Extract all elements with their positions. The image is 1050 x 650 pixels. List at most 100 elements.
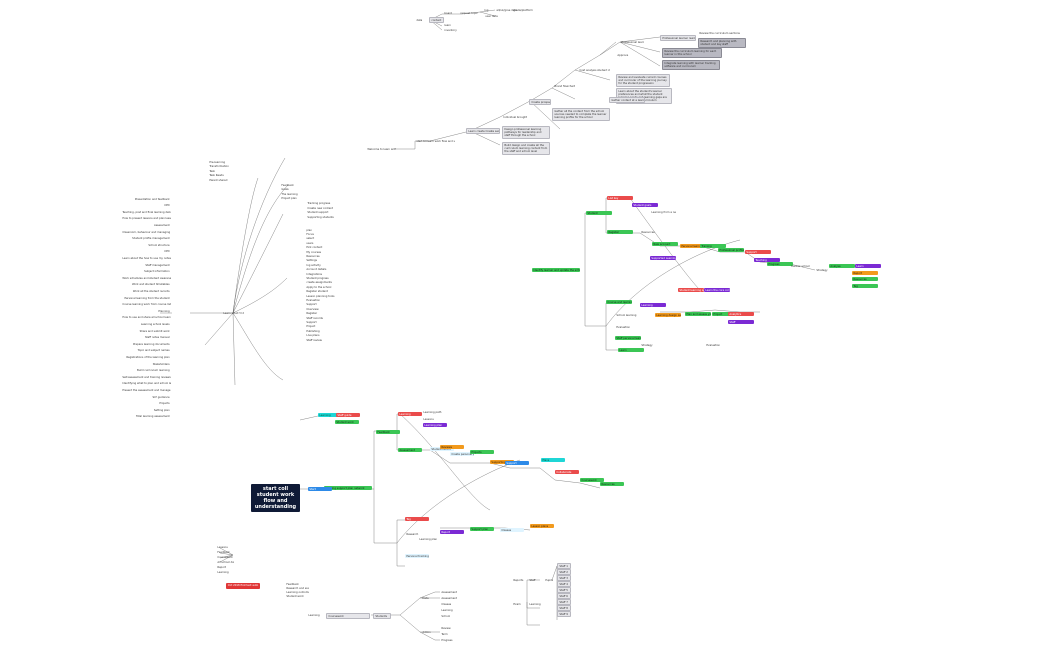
bottom-right-node[interactable]: Staff 7 <box>557 599 571 606</box>
left-top-item[interactable]: Transformation <box>209 165 229 169</box>
top-cluster-node[interactable]: learn <box>444 23 451 27</box>
mid-right-node[interactable]: Learn <box>618 348 644 353</box>
left-right-item[interactable]: My courses <box>306 250 322 254</box>
left-list-item[interactable]: Assessment <box>154 223 170 227</box>
left-list-item[interactable]: Build curriculum learning <box>137 369 170 373</box>
top-cluster-node[interactable]: request <box>460 11 471 15</box>
bottom-left-item[interactable]: Coursework <box>217 555 233 559</box>
mid-right-node[interactable]: Support <box>745 250 771 255</box>
bottom-right-node[interactable]: Staff 9 <box>557 611 571 618</box>
top-chain-node[interactable]: Design professional learning pathways fo… <box>502 126 550 139</box>
left-top-item[interactable]: The learning <box>281 192 298 196</box>
top-chain-node[interactable]: Welcome to learn with Google Meets <box>367 147 396 151</box>
mid-right-node[interactable]: Resources <box>852 277 878 282</box>
bottom-node[interactable]: Student work <box>335 420 359 425</box>
bottom-tree-node[interactable]: Term <box>441 632 448 636</box>
mid-right-node[interactable]: Analytics <box>728 312 754 317</box>
bottom-left-item[interactable]: Lessons <box>217 545 228 549</box>
mid-right-node[interactable]: Plan and assess your school performance … <box>685 312 711 317</box>
left-right-item[interactable]: Integrations <box>306 272 323 276</box>
left-list-item[interactable]: Prepare learning documents <box>132 342 170 346</box>
bottom-right-node[interactable]: Staff 1 <box>557 563 571 570</box>
bottom-node[interactable]: Resources <box>600 482 624 487</box>
mid-right-node[interactable]: Professional profile <box>718 248 744 253</box>
bottom-node[interactable]: Learning <box>318 413 342 418</box>
left-right-item[interactable]: Pick content <box>306 246 323 250</box>
left-top-item[interactable]: Task Reads <box>209 174 224 178</box>
mid-right-node[interactable]: New account <box>652 242 678 247</box>
mid-right-node[interactable]: Student <box>586 211 612 216</box>
bottom-mid-item[interactable]: Feedback <box>286 582 299 586</box>
bottom-node[interactable]: Staff guide <box>336 413 360 418</box>
bottom-right-node[interactable]: Learning <box>529 602 541 606</box>
bottom-right-node[interactable]: Staff 6 <box>557 593 571 600</box>
bottom-mid-item[interactable]: Learning outcomes <box>286 590 309 594</box>
bottom-mid-item[interactable]: Research and evaluation <box>286 586 309 590</box>
bottom-node[interactable]: Plans <box>541 458 565 463</box>
left-right-item[interactable]: Evaluation <box>306 298 321 302</box>
bottom-tree-node[interactable]: Classes <box>441 602 452 606</box>
left-top-item[interactable]: Create new content <box>307 206 333 210</box>
left-right-item[interactable]: Register student <box>306 290 328 294</box>
left-list-item[interactable]: Share and submit work <box>139 329 170 333</box>
mid-right-node[interactable]: Course and learning <box>606 300 632 305</box>
left-right-item[interactable]: Register <box>306 312 318 316</box>
top-chain-node[interactable]: Review the curriculum sections <box>699 31 740 35</box>
left-right-item[interactable]: Student progress <box>306 276 329 280</box>
top-chain-node[interactable]: Professional learning <box>621 40 644 44</box>
left-list-item[interactable]: SLT guidance <box>152 395 170 399</box>
top-chain-node[interactable]: Brand flowchart <box>554 84 575 88</box>
bottom-node[interactable]: Classes <box>500 528 524 533</box>
left-list-item[interactable]: Present the assessment and manage worklo… <box>122 388 171 392</box>
mid-right-node[interactable]: Learning design assessment <box>655 313 681 318</box>
left-list-item[interactable]: Presentation and feedback <box>134 197 170 201</box>
bottom-node[interactable]: Research <box>406 532 419 536</box>
mid-right-node[interactable]: Evaluation <box>616 325 631 329</box>
bottom-node[interactable]: Learning plan <box>423 423 447 428</box>
left-right-item[interactable]: Account details <box>306 268 327 272</box>
red-banner-node[interactable]: Oct 2018 first text auto <box>226 583 260 589</box>
mid-right-node[interactable]: Personal learning <box>680 244 706 249</box>
bottom-hub-node[interactable]: learning support plan network <box>324 486 372 491</box>
top-chain-node[interactable]: start till learn work flow and understan… <box>416 139 455 143</box>
top-cluster-node[interactable]: inventory <box>444 28 457 32</box>
left-list-item[interactable]: Teaching, post and final learning delive… <box>122 210 171 214</box>
mid-right-node[interactable]: Strategy <box>641 343 653 347</box>
left-list-item[interactable]: Course learning work from course list <box>122 303 171 307</box>
bottom-tree-node[interactable]: Coursework <box>326 613 370 620</box>
bottom-right-node[interactable]: Staff 2 <box>557 569 571 576</box>
bottom-node[interactable]: Projects <box>470 450 494 455</box>
left-right-item[interactable]: Project <box>306 325 316 329</box>
top-chain-node[interactable]: Cost analysis student clearance <box>579 68 610 72</box>
left-right-item[interactable]: Support <box>306 320 317 324</box>
bottom-node[interactable]: Support <box>505 461 529 466</box>
left-right-item[interactable]: Staff records <box>306 316 323 320</box>
left-top-item[interactable]: Tracking progress <box>307 201 331 205</box>
mid-right-node[interactable]: Training <box>700 244 726 249</box>
mid-right-node[interactable]: Evaluation <box>706 343 721 347</box>
bottom-left-item[interactable]: Learning <box>217 570 229 574</box>
left-list-item[interactable]: Work and student timetables <box>131 283 170 287</box>
mid-right-node[interactable]: Resources <box>641 230 655 234</box>
left-list-item[interactable]: Registrations of the learning plan <box>126 355 170 359</box>
left-right-item[interactable]: Live plans <box>306 334 320 338</box>
top-chain-node[interactable]: Build design and create all the curricul… <box>502 142 550 155</box>
left-list-item[interactable]: Learn about the how to use my notes <box>122 256 171 260</box>
mid-right-node[interactable]: Teaching <box>754 258 780 263</box>
left-list-item[interactable]: How to present lessons and plan lesson r… <box>122 217 171 221</box>
left-hub-node[interactable]: Learn what I'll do <box>223 311 244 315</box>
bottom-tree-node[interactable]: Review <box>441 626 451 630</box>
bottom-tree-node[interactable]: Assessment <box>441 596 457 600</box>
left-top-item[interactable]: Student support <box>307 211 329 215</box>
left-right-item[interactable]: Lesson planning tools <box>306 294 335 298</box>
left-list-item[interactable]: Projects <box>159 402 170 406</box>
left-right-item[interactable]: Publishing <box>306 329 320 333</box>
bottom-node[interactable]: Create personal profile <box>450 452 474 457</box>
mid-right-node[interactable]: Staff personal learning <box>615 336 641 341</box>
bottom-tree-node[interactable]: Students <box>373 613 391 620</box>
left-right-item[interactable]: log activity <box>306 263 321 267</box>
bottom-tree-node[interactable]: Assessment <box>441 590 457 594</box>
main-title-node[interactable]: start coll student work flow and underst… <box>251 484 300 512</box>
mid-root-node[interactable]: Identify learner and update the school <box>532 268 580 273</box>
top-cluster-node[interactable]: board <box>444 11 452 15</box>
